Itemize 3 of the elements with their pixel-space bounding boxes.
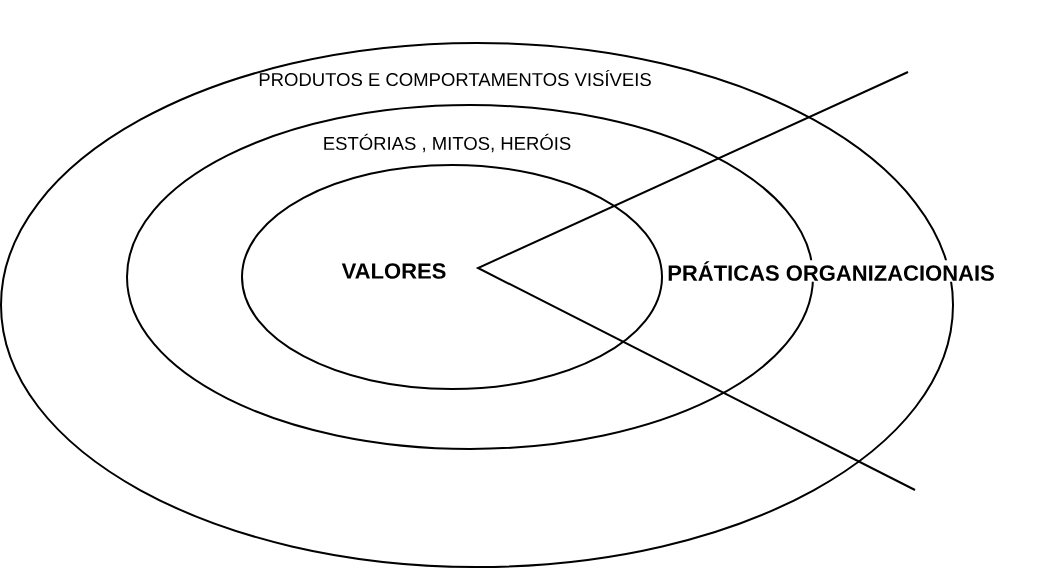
ring-label: ESTÓRIAS , MITOS, HERÓIS: [324, 133, 571, 153]
ring-label: VALORES: [341, 263, 446, 279]
ring-label: PRODUTOS E COMPORTAMENTOS VISÍVEIS: [259, 69, 651, 87]
